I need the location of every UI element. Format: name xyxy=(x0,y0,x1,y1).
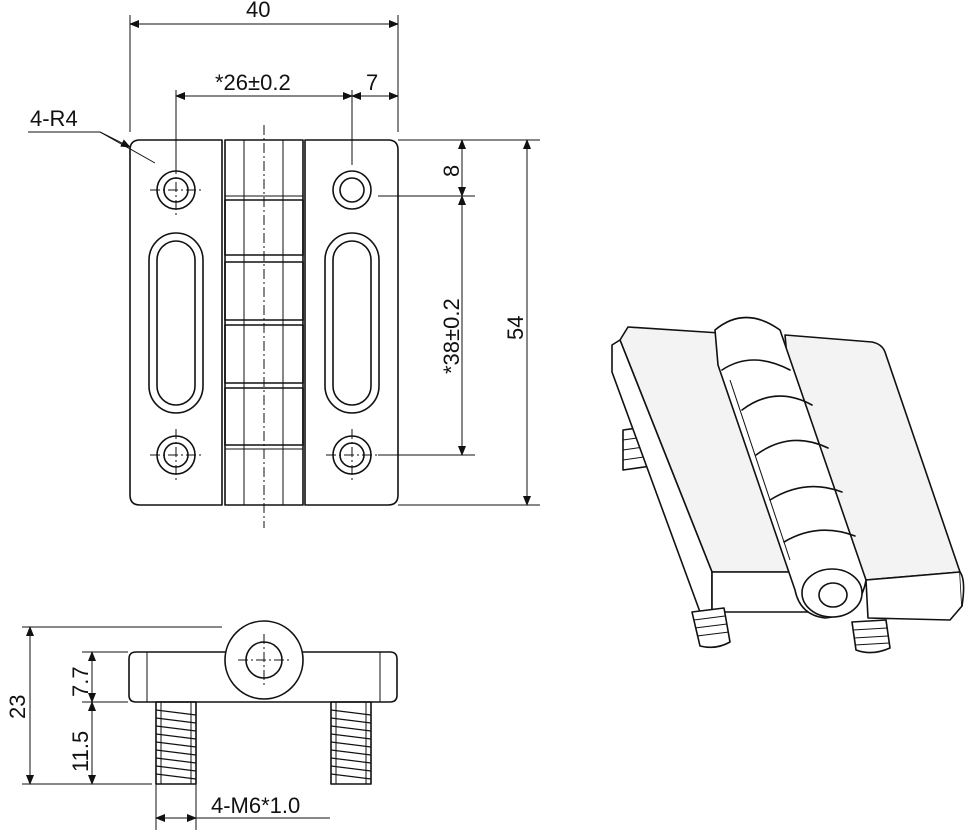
thread-spec-label: 4-M6*1.0 xyxy=(211,793,300,818)
leaf-thickness-label: 7.7 xyxy=(68,666,93,697)
front-view xyxy=(129,125,399,528)
right-leaf-outline xyxy=(304,139,399,506)
corner-radius-label: 4-R4 xyxy=(30,106,78,131)
isometric-view xyxy=(611,316,965,654)
side-view xyxy=(128,620,398,785)
leaf-slots xyxy=(148,232,380,414)
edge-offset-x-label: 7 xyxy=(366,70,378,95)
left-leaf-outline xyxy=(129,139,223,506)
edge-offset-y-label: 8 xyxy=(439,165,464,177)
front-dimensions: 40 *26±0.2 7 4-R4 8 *38±0.2 54 xyxy=(28,0,540,506)
iso-stud-front-right xyxy=(851,619,891,654)
iso-stud-front-left xyxy=(691,607,731,649)
hole-spacing-x-label: *26±0.2 xyxy=(215,70,291,95)
overall-height-label: 54 xyxy=(503,316,528,340)
hole-spacing-y-label: *38±0.2 xyxy=(439,298,464,374)
side-leaf-body xyxy=(128,651,398,703)
stud-length-label: 11.5 xyxy=(68,731,93,772)
side-dimensions: 23 7.7 11.5 4-M6*1.0 xyxy=(5,626,330,830)
mounting-holes xyxy=(150,164,378,481)
threaded-studs xyxy=(155,701,372,785)
side-height-label: 23 xyxy=(5,695,30,719)
overall-width-label: 40 xyxy=(246,0,270,22)
